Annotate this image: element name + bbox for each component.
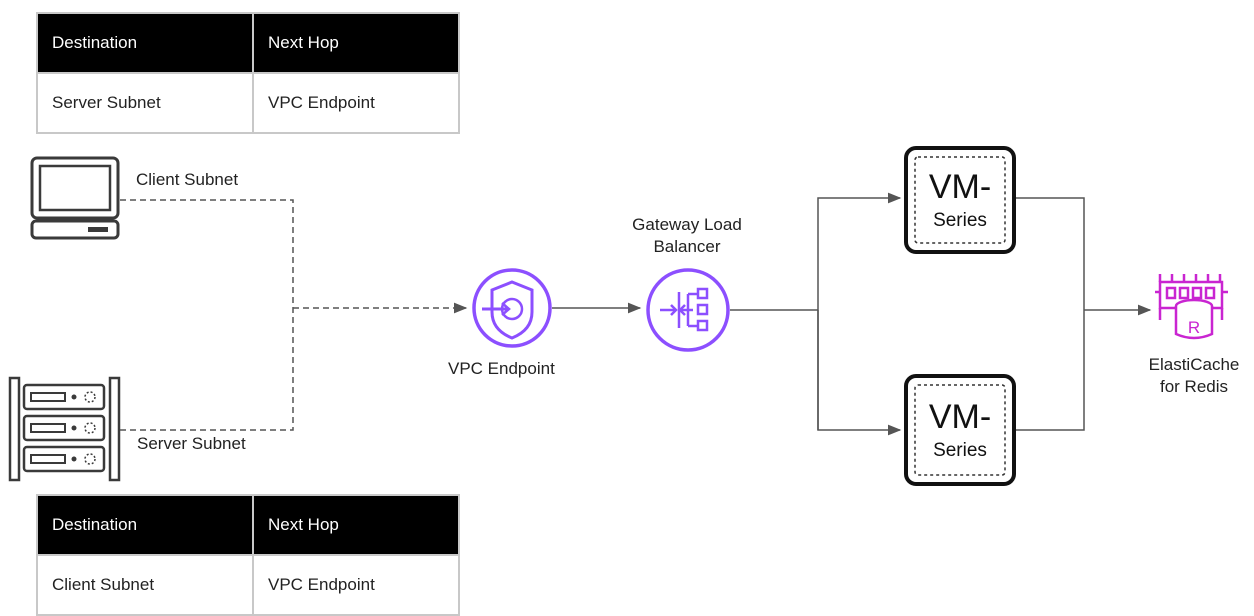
cell-next-hop: VPC Endpoint [252,554,460,616]
vm-series-top-line2: Series [933,210,987,231]
connector-vm-series-to-elasticache [1016,197,1152,431]
desktop-computer-icon [30,156,120,240]
vm-series-firewall-icon: VM- Series [904,146,1016,254]
gateway-load-balancer-label-line2: Balancer [653,237,721,256]
server-subnet-label: Server Subnet [137,434,246,453]
table-row: Client Subnet VPC Endpoint [36,554,460,616]
route-table-client-subnet: Destination Next Hop Client Subnet VPC E… [36,494,460,616]
vm-series-top-line1: VM- [929,168,991,206]
cell-destination: Client Subnet [36,554,254,616]
table-row: Server Subnet VPC Endpoint [36,72,460,134]
vpc-endpoint-icon [472,268,552,348]
table-header-row: Destination Next Hop [36,494,460,556]
elasticache-label-line2: for Redis [1159,377,1229,396]
svg-text:R: R [1188,318,1200,337]
column-header-next-hop: Next Hop [252,494,460,556]
client-subnet-label: Client Subnet [136,170,239,189]
gateway-load-balancer-icon [646,268,730,352]
column-header-destination: Destination [36,494,254,556]
column-header-destination: Destination [36,12,254,74]
elasticache-label: ElastiCache for Redis [1138,354,1250,398]
server-rack-icon [8,376,121,482]
vm-series-bottom-line2: Series [933,440,987,461]
route-table-server-subnet: Destination Next Hop Server Subnet VPC E… [36,12,460,134]
connector-glb-to-vm-series [730,192,902,436]
vm-series-bottom-line1: VM- [929,398,991,436]
vpc-endpoint-label: VPC Endpoint [448,359,555,378]
column-header-next-hop: Next Hop [252,12,460,74]
elasticache-label-line1: ElastiCache [1148,355,1240,374]
table-header-row: Destination Next Hop [36,12,460,74]
cell-destination: Server Subnet [36,72,254,134]
vm-series-firewall-icon: VM- Series [904,374,1016,486]
dashed-connector-client-server [120,199,468,431]
gateway-load-balancer-label: Gateway Load Balancer [612,214,762,258]
elasticache-redis-icon: R [1155,274,1228,340]
cell-next-hop: VPC Endpoint [252,72,460,134]
gateway-load-balancer-label-line1: Gateway Load [632,215,742,234]
